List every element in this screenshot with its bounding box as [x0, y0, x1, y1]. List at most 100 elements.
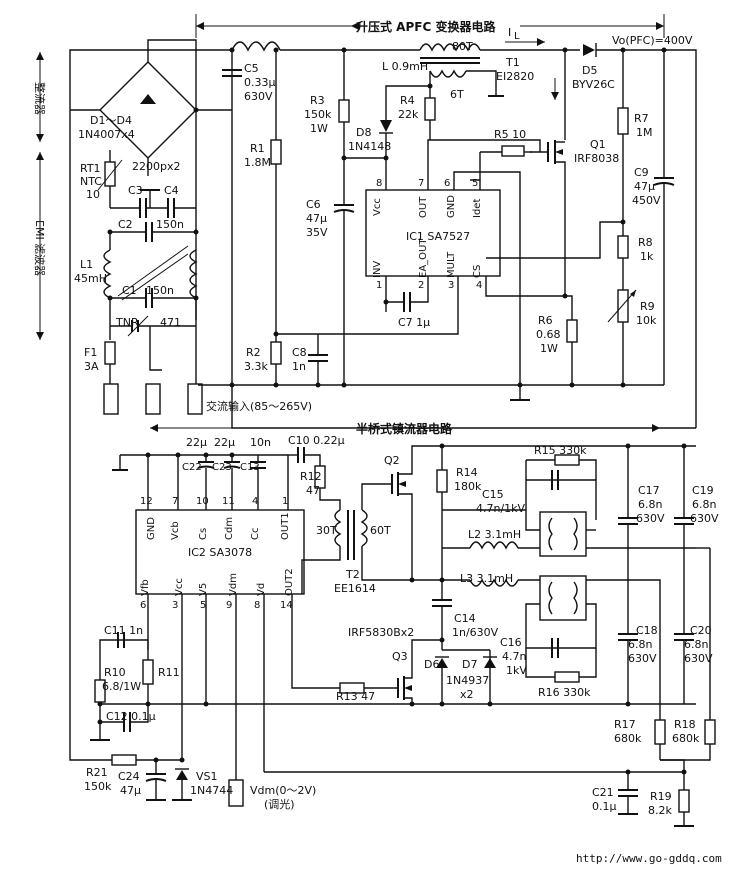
r12-label: R12 — [300, 470, 322, 483]
c9-voltage: 450V — [632, 194, 661, 207]
irf-label: IRF5830Bx2 — [348, 626, 414, 639]
r19-label: R19 — [650, 790, 672, 803]
c20-label: C20 — [690, 624, 712, 637]
r6-power: 1W — [540, 342, 558, 355]
r17-value: 680k — [614, 732, 642, 745]
ic2-num-8: 8 — [254, 600, 260, 611]
ic2-pin-vfb: Vfb — [140, 579, 151, 596]
c7-label: C7 1μ — [398, 316, 430, 329]
c17-value: 6.8n — [638, 498, 662, 511]
r17-label: R17 — [614, 718, 636, 731]
r8-label: R8 — [638, 236, 653, 249]
c16-label: C16 — [500, 636, 522, 649]
r6-value: 0.68 — [536, 328, 561, 341]
ic1-pin-out: OUT — [418, 196, 429, 218]
c22-value: 22μ — [186, 436, 207, 449]
c5-label: C5 — [244, 62, 259, 75]
r18-value: 680k — [672, 732, 700, 745]
ic1-pin-cs: CS — [472, 265, 483, 278]
c8-label: C8 — [292, 346, 307, 359]
c21-value: 0.1μ — [592, 800, 617, 813]
r2-value: 3.3k — [244, 360, 268, 373]
q1-type: IRF8038 — [574, 152, 619, 165]
rt1-label: RT1 — [80, 162, 101, 175]
r11-label: R11 — [158, 666, 180, 679]
c11-label: C11 1n — [104, 624, 143, 637]
r1-label: R1 — [250, 142, 265, 155]
d6-label: D6 — [424, 658, 439, 671]
t2-type: EE1614 — [334, 582, 376, 595]
ic2-num-1: 1 — [282, 496, 288, 507]
ic2-pin-cdm: Cdm — [224, 517, 235, 540]
ic2-pin-out1: OUT1 — [280, 512, 291, 540]
c14-value: 1n/630V — [452, 626, 499, 639]
r14-value: 180k — [454, 480, 482, 493]
ac-plug-e — [145, 383, 161, 415]
c5-voltage: 630V — [244, 90, 273, 103]
ic1-pin-gnd: GND — [446, 195, 457, 218]
hv-rail — [231, 385, 696, 429]
ic2-num-3: 3 — [172, 600, 178, 611]
ic1-pin-ea: EA_OUT — [418, 238, 429, 278]
ic2-num-12: 12 — [140, 496, 153, 507]
c24-value: 47μ — [120, 784, 141, 797]
r9-value: 10k — [636, 314, 657, 327]
q3-label: Q3 — [392, 650, 408, 663]
vdm-label: Vdm(0～2V) — [250, 784, 316, 797]
f1-value: 3A — [84, 360, 99, 373]
r21-label: R21 — [86, 766, 108, 779]
pfc-wiring — [69, 38, 697, 428]
r18-label: R18 — [674, 718, 696, 731]
r8-value: 1k — [640, 250, 654, 263]
c20-voltage: 630V — [684, 652, 713, 665]
vdm-terminal — [228, 779, 244, 807]
c9-label: C9 — [634, 166, 649, 179]
side-brackets: 整流器 EMI 滤波器 — [33, 52, 47, 340]
rt1-type: NTC — [80, 175, 102, 188]
c2-value: 150n — [156, 218, 184, 231]
c16-value: 4.7n — [502, 650, 526, 663]
c15-value: 4.7n/1kV — [476, 502, 526, 515]
labels: Vo(PFC)=400V I L 交流输入(85～265V) D1～D4 1N4… — [74, 26, 722, 865]
t2-label: T2 — [345, 568, 360, 581]
ic1-num-6: 6 — [444, 178, 450, 189]
c3-label: C3 — [128, 184, 143, 197]
ic1-num-2: 2 — [418, 280, 424, 291]
c6-value: 47μ — [306, 212, 327, 225]
ic2-pin-vcb: Vcb — [170, 521, 181, 540]
ic2-num-9: 9 — [226, 600, 232, 611]
ic1-num-5: 5 — [472, 178, 478, 189]
c23-label: C23 — [212, 462, 232, 473]
d7-qty: x2 — [460, 688, 474, 701]
tnr-label: TNR — [115, 316, 139, 329]
ic1-name: IC1 SA7527 — [406, 230, 470, 243]
ic1-pin-inv: INV — [372, 261, 383, 278]
d7-label: D7 — [462, 658, 477, 671]
r5-label: R5 10 — [494, 128, 526, 141]
r10-value: 6.8/1W — [102, 680, 141, 693]
d7-type: 1N4937 — [446, 674, 489, 687]
c6-voltage: 35V — [306, 226, 328, 239]
c20-value: 6.8n — [684, 638, 708, 651]
c15-label: C15 — [482, 488, 504, 501]
ic2-pin-v5: V5 — [198, 583, 209, 596]
l2-label: L2 3.1mH — [468, 528, 521, 541]
t6-label: 6T — [450, 88, 464, 101]
c4-label: C4 — [164, 184, 179, 197]
vo-label: Vo(PFC)=400V — [612, 34, 693, 47]
ic1-num-8: 8 — [376, 178, 382, 189]
c1-value: 150n — [146, 284, 174, 297]
l1-value: 45mH — [74, 272, 107, 285]
d8-type: 1N4148 — [348, 140, 391, 153]
d1-d4-label: D1～D4 — [90, 114, 132, 127]
r4-label: R4 — [400, 94, 415, 107]
ic1-box — [365, 189, 501, 277]
r16-label: R16 330k — [538, 686, 591, 699]
f1-label: F1 — [84, 346, 97, 359]
ballast-wiring — [69, 428, 716, 827]
c18-voltage: 630V — [628, 652, 657, 665]
c19-voltage: 630V — [690, 512, 719, 525]
current-label: I — [508, 26, 511, 39]
pfc-title: 升压式 APFC 变换器电路 — [356, 19, 496, 34]
r19-value: 8.2k — [648, 804, 672, 817]
